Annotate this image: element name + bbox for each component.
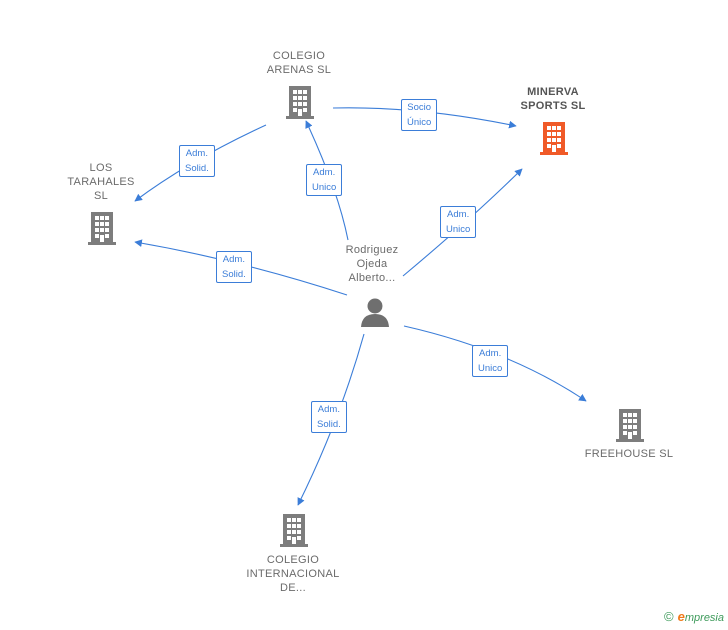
brand-e: e	[677, 609, 685, 624]
brand-logo[interactable]: ©empresia	[664, 609, 724, 624]
building-icon[interactable]	[616, 409, 644, 442]
node-label-los-tarahales[interactable]: LOS TARAHALES SL	[67, 162, 135, 202]
node-label-person[interactable]: Rodriguez Ojeda Alberto...	[345, 244, 399, 284]
edge-label-person-to-freehouse: Adm. Unico	[472, 345, 509, 377]
person-icon[interactable]	[361, 298, 389, 328]
edge-label-person-to-tarahales: Adm. Solid.	[216, 251, 252, 283]
node-label-colegio-internacional[interactable]: COLEGIO INTERNACIONAL DE...	[246, 554, 340, 594]
edge-label-person-to-internacional: Adm. Solid.	[311, 401, 347, 433]
copyright-icon: ©	[664, 609, 674, 624]
node-label-colegio-arenas[interactable]: COLEGIO ARENAS SL	[266, 50, 332, 76]
node-label-minerva[interactable]: MINERVA SPORTS SL	[520, 86, 586, 112]
building-icon[interactable]	[286, 86, 314, 119]
building-icon[interactable]	[280, 514, 308, 547]
building-icon[interactable]	[540, 122, 568, 155]
node-label-freehouse[interactable]: FREEHOUSE SL	[584, 448, 674, 460]
edge-label-arenas-to-minerva: Socio Único	[401, 99, 438, 131]
brand-name: mpresia	[684, 612, 724, 624]
edge-label-person-to-minerva: Adm. Unico	[440, 206, 477, 238]
edge-label-person-to-arenas: Adm. Unico	[306, 164, 343, 196]
building-icon[interactable]	[88, 212, 116, 245]
edge-label-arenas-to-tarahales: Adm. Solid.	[179, 145, 215, 177]
